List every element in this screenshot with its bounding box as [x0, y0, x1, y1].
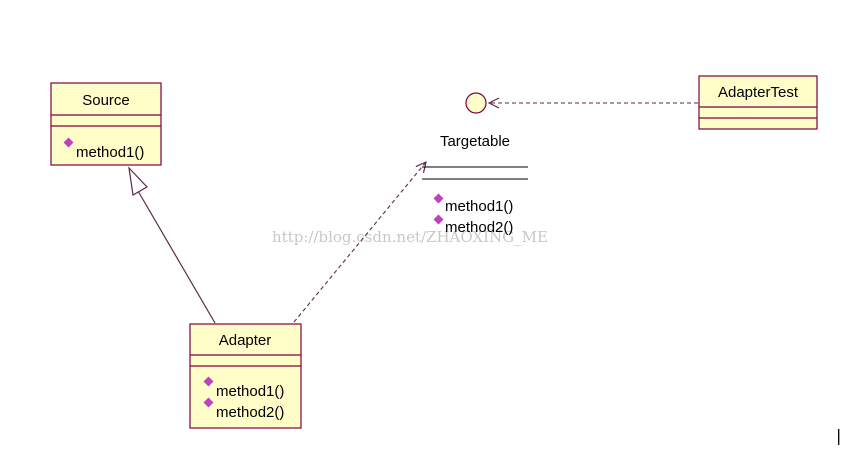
interface-operation-row: method2(): [433, 214, 513, 236]
text-cursor-icon: ❘: [832, 426, 842, 445]
watermark-text: http://blog.csdn.net/ZHAOXING_ME: [272, 228, 548, 246]
class-adapter-name: Adapter: [219, 332, 272, 349]
interface-targetable[interactable]: Targetable method1() method2(): [422, 92, 528, 236]
interface-operation-label: method2(): [445, 219, 513, 236]
diamond-operation-icon: [433, 193, 444, 204]
source-operation-label: method1(): [76, 144, 144, 161]
adapter-operation-row: method1(): [203, 376, 284, 400]
adapter-operation-label: method2(): [216, 404, 284, 421]
generalization-arrowhead: [128, 166, 148, 196]
lollipop-interface-icon: [465, 92, 487, 114]
class-source-name: Source: [82, 92, 130, 109]
diamond-operation-icon: [203, 397, 214, 408]
diamond-operation-icon: [63, 137, 74, 148]
interface-operation-row: method1(): [433, 193, 513, 215]
diamond-operation-icon: [203, 376, 214, 387]
adapter-operation-label: method1(): [216, 383, 284, 400]
source-operation-row: method1(): [63, 137, 144, 161]
class-adapter[interactable]: Adapter method1() method2(): [189, 323, 302, 429]
interface-operation-label: method1(): [445, 198, 513, 215]
interface-name: Targetable: [440, 133, 510, 150]
class-adaptertest[interactable]: AdapterTest: [698, 75, 818, 130]
class-adaptertest-name: AdapterTest: [718, 84, 799, 101]
generalization-edge: [128, 166, 216, 324]
class-source[interactable]: Source method1(): [50, 82, 162, 166]
diamond-operation-icon: [433, 214, 444, 225]
adapter-operation-row: method2(): [203, 397, 284, 421]
